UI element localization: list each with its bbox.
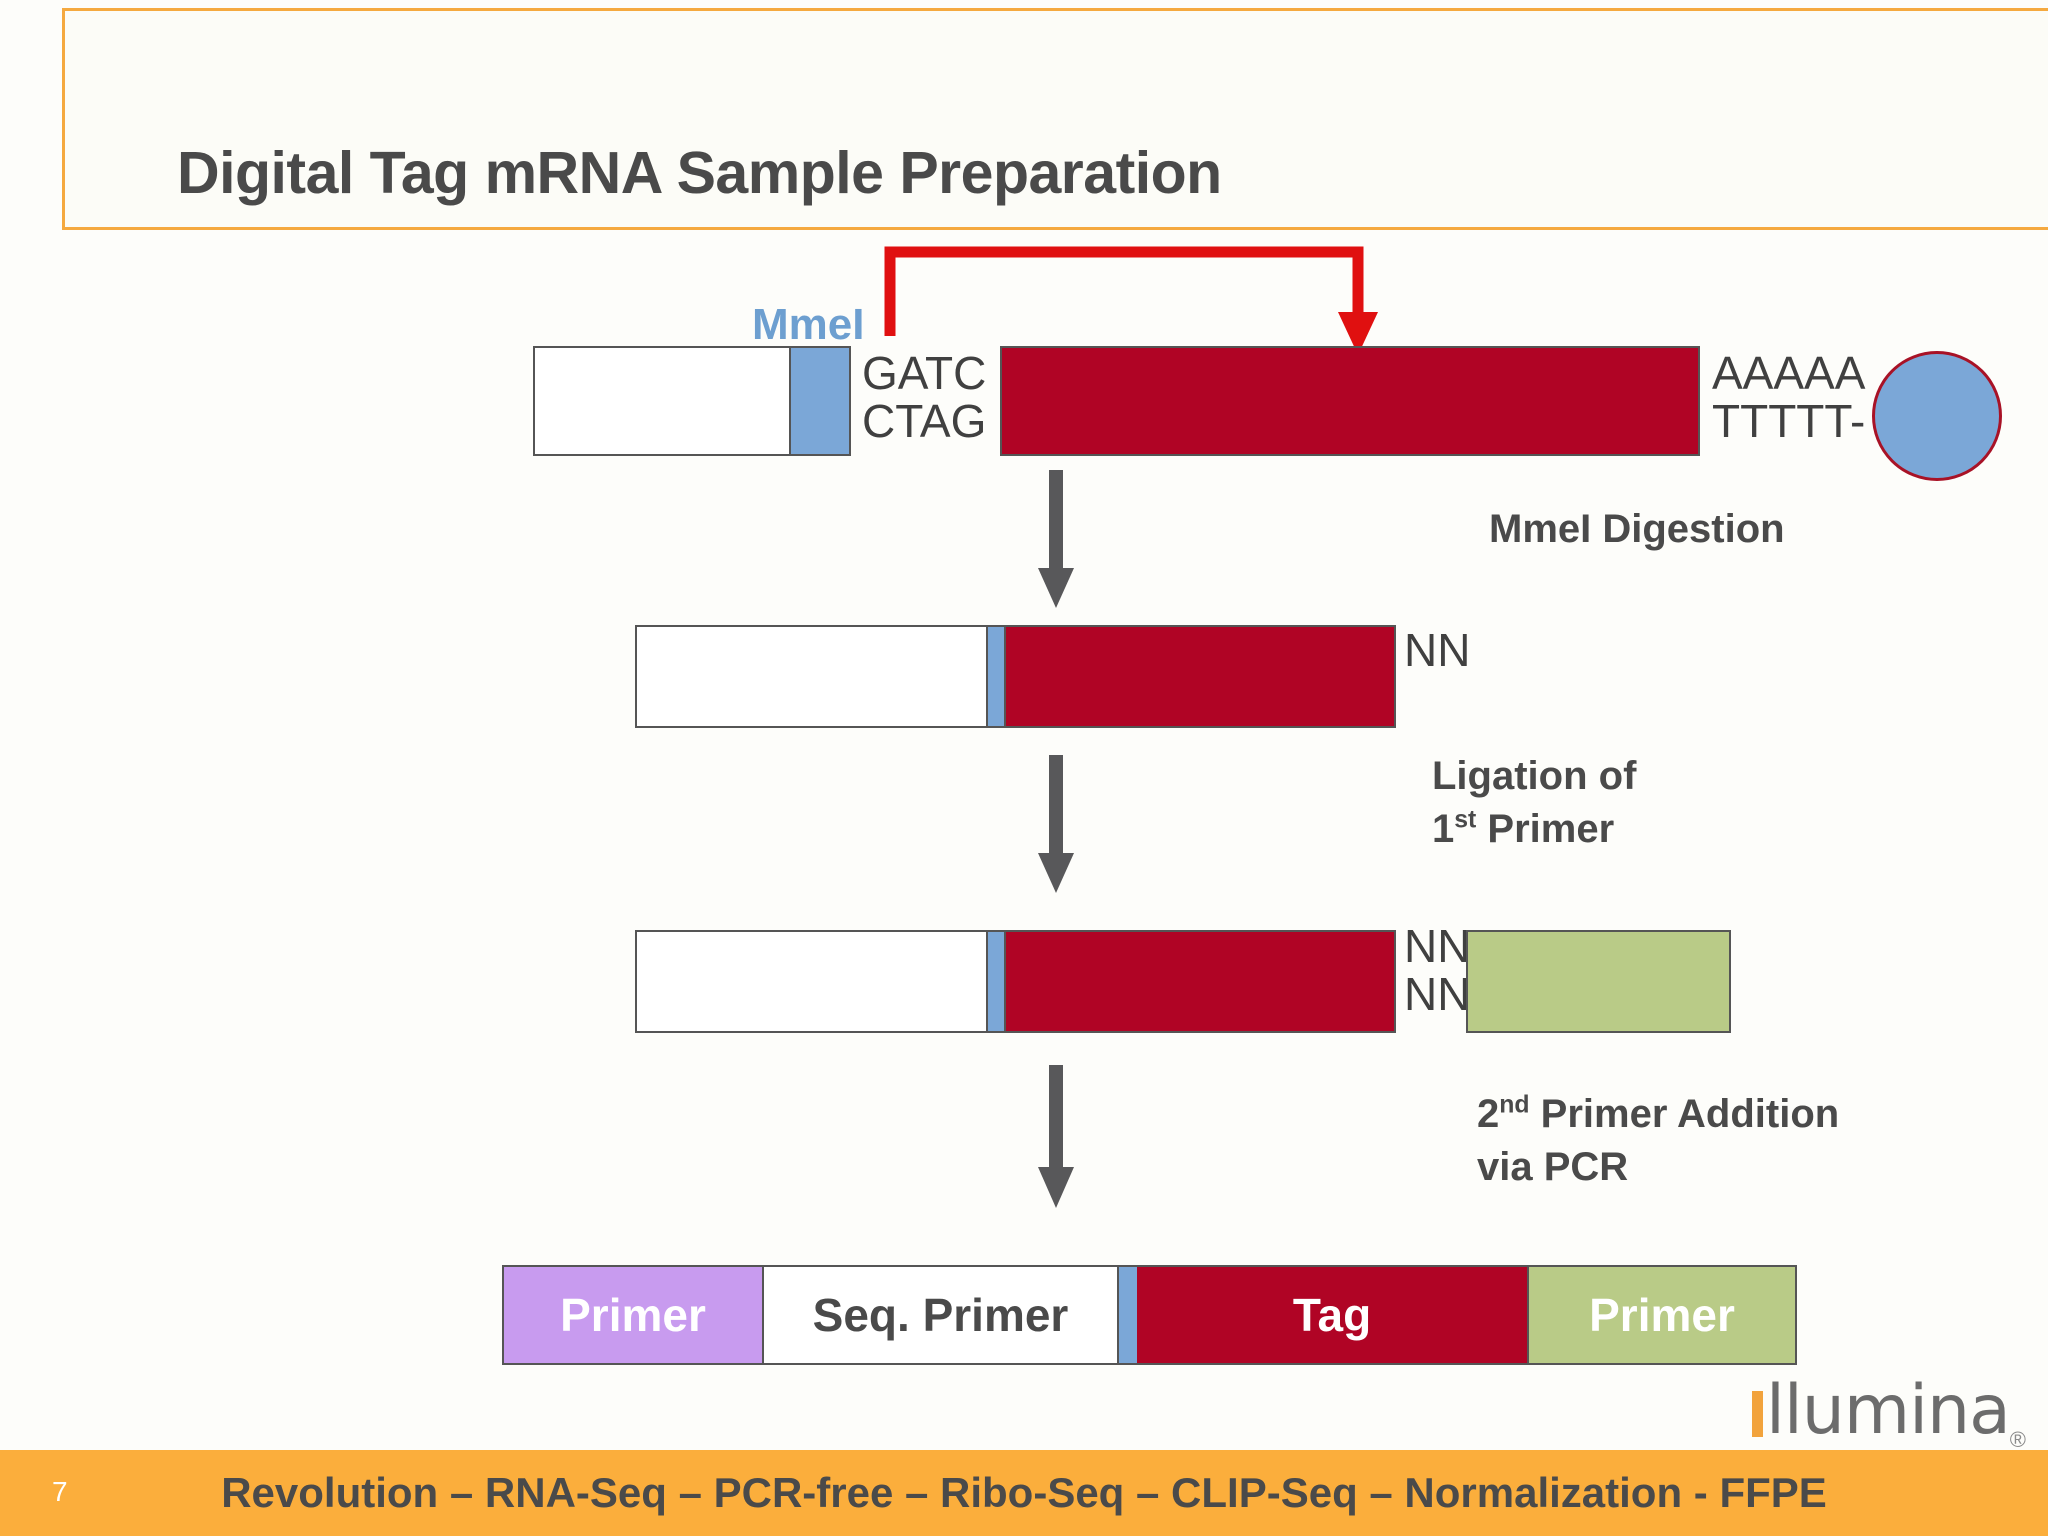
row4-label-primer-right: Primer <box>1589 1289 1735 1341</box>
footer-tagline: Revolution – RNA-Seq – PCR-free – Ribo-S… <box>221 1469 1827 1516</box>
footer-bar: Revolution – RNA-Seq – PCR-free – Ribo-S… <box>0 1450 2048 1536</box>
row3-overhang-bottom: NN <box>1404 968 1471 1020</box>
logo-wordmark: llumina <box>1765 1371 2011 1450</box>
row2-mmei-site-segment <box>988 625 1006 728</box>
page-title: Digital Tag mRNA Sample Preparation <box>177 140 1222 206</box>
row3-tag-segment <box>1006 930 1396 1033</box>
illumina-logo: llumina® <box>1751 1371 2026 1451</box>
row4-segment-mmei-site <box>1119 1265 1137 1365</box>
pcr-addition-words: Primer Addition <box>1529 1092 1840 1136</box>
mmei-enzyme-label: MmeI <box>752 300 865 349</box>
row4-label-seq-primer: Seq. Primer <box>812 1289 1069 1341</box>
row1-polya-bottom: TTTTT- <box>1712 395 1866 447</box>
row2-adapter-segment <box>635 625 988 728</box>
row4-label-tag: Tag <box>1292 1289 1372 1341</box>
row1-mmei-site-segment <box>791 346 851 456</box>
magnetic-bead-icon <box>1872 351 2002 481</box>
row1-bottom-sequence: CTAG <box>862 395 987 447</box>
pcr-ordinal-suffix: nd <box>1499 1091 1530 1119</box>
ligation-ordinal-suffix: st <box>1454 806 1477 834</box>
row3-overhang-top: NN <box>1404 920 1471 972</box>
flow-arrow-down-1-icon <box>1038 470 1074 608</box>
row3-first-primer-segment <box>1466 930 1731 1033</box>
row2-tag-segment <box>1006 625 1396 728</box>
step-label-pcr-line2: via PCR <box>1477 1145 1629 1189</box>
title-band: Digital Tag mRNA Sample Preparation <box>62 8 2048 230</box>
step-label-ligation-line1: Ligation of <box>1432 754 1637 798</box>
ligation-primer-word: Primer <box>1476 807 1615 851</box>
row4-label-primer-left: Primer <box>560 1289 706 1341</box>
row1-top-sequence: GATC <box>862 347 987 399</box>
mmei-cut-arrow-icon <box>884 246 1378 355</box>
step-label-ligation-line2: 1st Primer <box>1432 803 1614 856</box>
step-label-mmei-digestion: MmeI Digestion <box>1489 507 1785 551</box>
row4-segment-primer-left: Primer <box>502 1265 764 1365</box>
row4-segment-seq-primer: Seq. Primer <box>764 1265 1119 1365</box>
row4-segment-tag: Tag <box>1137 1265 1529 1365</box>
flow-arrow-down-2-icon <box>1038 755 1074 893</box>
row1-polya-top: AAAAA <box>1712 347 1866 399</box>
row1-mrna-body-segment <box>1000 346 1700 456</box>
flow-arrow-down-3-icon <box>1038 1065 1074 1208</box>
page-number: 7 <box>52 1476 68 1507</box>
row3-mmei-site-segment <box>988 930 1006 1033</box>
row1-adapter-segment <box>533 346 791 456</box>
step-label-pcr-line1: 2nd Primer Addition <box>1477 1088 1839 1141</box>
row2-overhang-label: NN <box>1404 624 1471 676</box>
logo-accent-bar-icon <box>1751 1391 1763 1437</box>
row3-adapter-segment <box>635 930 988 1033</box>
pcr-ordinal-number: 2 <box>1477 1092 1500 1136</box>
ligation-ordinal-number: 1 <box>1432 807 1455 851</box>
row4-segment-primer-right: Primer <box>1529 1265 1797 1365</box>
